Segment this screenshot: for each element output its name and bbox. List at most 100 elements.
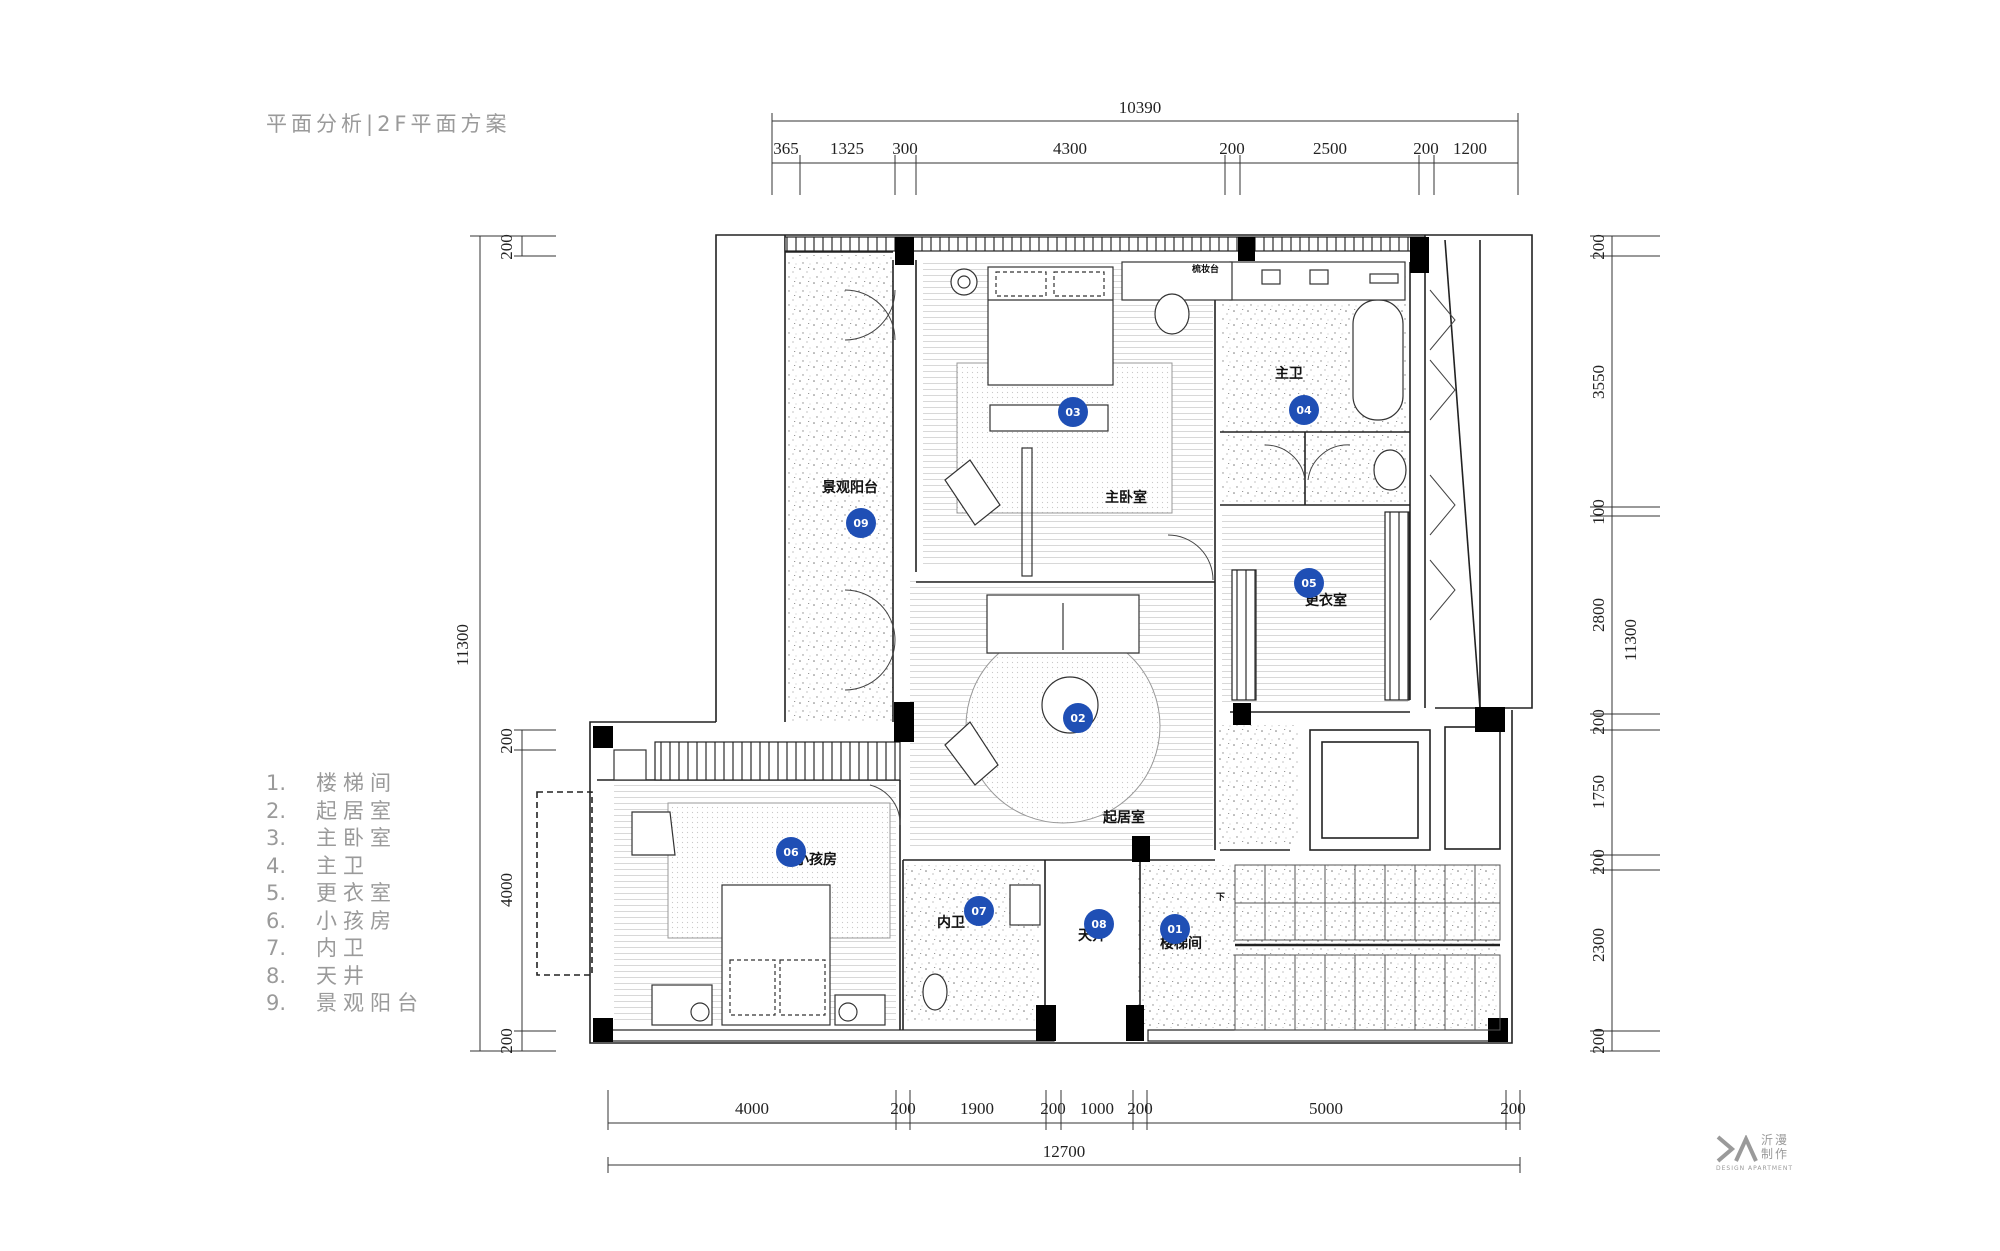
dim-bottom-seg: 1000: [1080, 1099, 1114, 1118]
legend-num: 2.: [266, 798, 287, 823]
stair-down-label: 下: [1216, 892, 1225, 903]
dimension-labels: 10390 365 1325 300 4300 200 2500 200 120…: [453, 98, 1640, 1161]
dim-right-seg: 1750: [1589, 775, 1608, 809]
thick-walls: [603, 236, 1507, 1042]
balcony-floor: [788, 255, 893, 723]
room-marker-07: 07: [964, 896, 994, 926]
legend-item: 1. 楼梯间: [266, 770, 424, 798]
dim-left-total: 11300: [453, 624, 472, 666]
dim-top-seg: 2500: [1313, 139, 1347, 158]
dim-bottom-seg: 200: [1040, 1099, 1066, 1118]
svg-text:02: 02: [1070, 712, 1085, 725]
room-label-balcony: 景观阳台: [822, 479, 878, 496]
toilet: [1154, 293, 1190, 335]
dim-top-seg: 365: [773, 139, 799, 158]
room-marker-03: 03: [1058, 397, 1088, 427]
legend-num: 3.: [266, 826, 287, 850]
logo-text-cn: 沂漫制作: [1761, 1133, 1790, 1161]
dim-right-seg: 2300: [1589, 928, 1608, 962]
brand-logo: 沂漫制作 DESIGN APARTMENT: [1716, 1133, 1826, 1177]
page-title: 平面分析|2F平面方案: [266, 112, 511, 136]
legend-num: 7.: [266, 936, 287, 960]
columns: [593, 237, 1508, 1042]
courtyard-floor: [1050, 865, 1132, 1023]
legend-name: 主卫: [316, 853, 370, 878]
legend-name: 小孩房: [316, 908, 397, 933]
dim-bottom-seg: 1900: [960, 1099, 994, 1118]
logo-icon: [1716, 1135, 1758, 1163]
legend-name: 内卫: [316, 936, 370, 960]
legend-name: 楼梯间: [316, 771, 397, 795]
bathtub: [1352, 299, 1404, 421]
dim-right-seg: 200: [1589, 234, 1608, 260]
room-label-vanity: 梳妆台: [1191, 263, 1219, 275]
door-swings: [844, 289, 1456, 826]
legend-item: 8. 天井: [266, 963, 424, 991]
legend-num: 6.: [266, 908, 287, 933]
svg-text:08: 08: [1091, 918, 1106, 931]
legend-name: 更衣室: [316, 881, 397, 905]
legend-name: 天井: [316, 963, 370, 988]
room-marker-09: 09: [846, 508, 876, 538]
room-label-master-bath: 主卫: [1275, 365, 1303, 382]
dim-bottom-seg: 4000: [735, 1099, 769, 1118]
room-marker-06: 06: [776, 837, 806, 867]
legend-item: 3. 主卧室: [266, 825, 424, 853]
svg-text:01: 01: [1167, 923, 1182, 936]
stairs: [1234, 864, 1501, 1031]
legend-item: 7. 内卫: [266, 935, 424, 963]
room-markers: 01 02 03 04 05 06 07 08 09: [776, 395, 1324, 944]
legend-num: 9.: [266, 991, 287, 1015]
dim-right-total: 11300: [1621, 619, 1640, 661]
dim-right-seg: 200: [1589, 1028, 1608, 1054]
legend-num: 8.: [266, 963, 287, 988]
dim-left-seg: 200: [497, 728, 516, 754]
room-marker-08: 08: [1084, 909, 1114, 939]
room-legend: 1.楼梯间 2.起居室 3.主卧室 4.主卫 5.更衣室 6.小孩房 7.内卫 …: [266, 770, 424, 1018]
dim-right-seg: 3550: [1589, 365, 1608, 399]
dim-bottom-seg: 200: [1127, 1099, 1153, 1118]
svg-text:05: 05: [1301, 577, 1316, 590]
dim-right-seg: 200: [1589, 709, 1608, 735]
room-marker-02: 02: [1063, 703, 1093, 733]
dim-top-seg: 1200: [1453, 139, 1487, 158]
dim-right-seg: 200: [1589, 849, 1608, 875]
legend-num: 1.: [266, 771, 287, 795]
dim-left-seg: 200: [497, 234, 516, 260]
dimension-lines: [470, 113, 1660, 1173]
svg-text:04: 04: [1296, 404, 1312, 417]
dim-bottom-seg: 200: [890, 1099, 916, 1118]
legend-name: 景观阳台: [316, 991, 424, 1015]
room-marker-05: 05: [1294, 568, 1324, 598]
legend-item: 2.起居室: [266, 798, 424, 826]
svg-text:09: 09: [853, 517, 868, 530]
room-marker-01: 01: [1160, 914, 1190, 944]
svg-text:06: 06: [783, 846, 799, 859]
legend-item: 6. 小孩房: [266, 908, 424, 936]
logo-text-en: DESIGN APARTMENT: [1716, 1165, 1793, 1172]
dim-top-seg: 1325: [830, 139, 864, 158]
legend-item: 4. 主卫: [266, 853, 424, 881]
hall-floor: [1218, 725, 1298, 845]
legend-item: 5. 更衣室: [266, 880, 424, 908]
furniture: [613, 261, 1407, 1026]
room-label-master-bedroom: 主卧室: [1105, 489, 1147, 506]
legend-num: 4.: [266, 853, 287, 878]
dim-top-seg: 200: [1219, 139, 1245, 158]
dim-top-seg: 200: [1413, 139, 1439, 158]
dim-bottom-seg: 200: [1500, 1099, 1526, 1118]
dim-top-total: 10390: [1119, 98, 1162, 117]
legend-num: 5.: [266, 881, 287, 905]
dim-right-seg: 2800: [1589, 598, 1608, 632]
legend-item: 9. 景观阳台: [266, 990, 424, 1018]
room-label-living: 起居室: [1102, 809, 1145, 826]
dim-top-seg: 4300: [1053, 139, 1087, 158]
dim-right-seg: 100: [1589, 499, 1608, 525]
dim-bottom-seg: 5000: [1309, 1099, 1343, 1118]
stair-floor: [1138, 865, 1498, 1028]
room-marker-04: 04: [1289, 395, 1319, 425]
legend-name: 主卧室: [316, 826, 397, 850]
dim-left-seg: 4000: [497, 873, 516, 907]
